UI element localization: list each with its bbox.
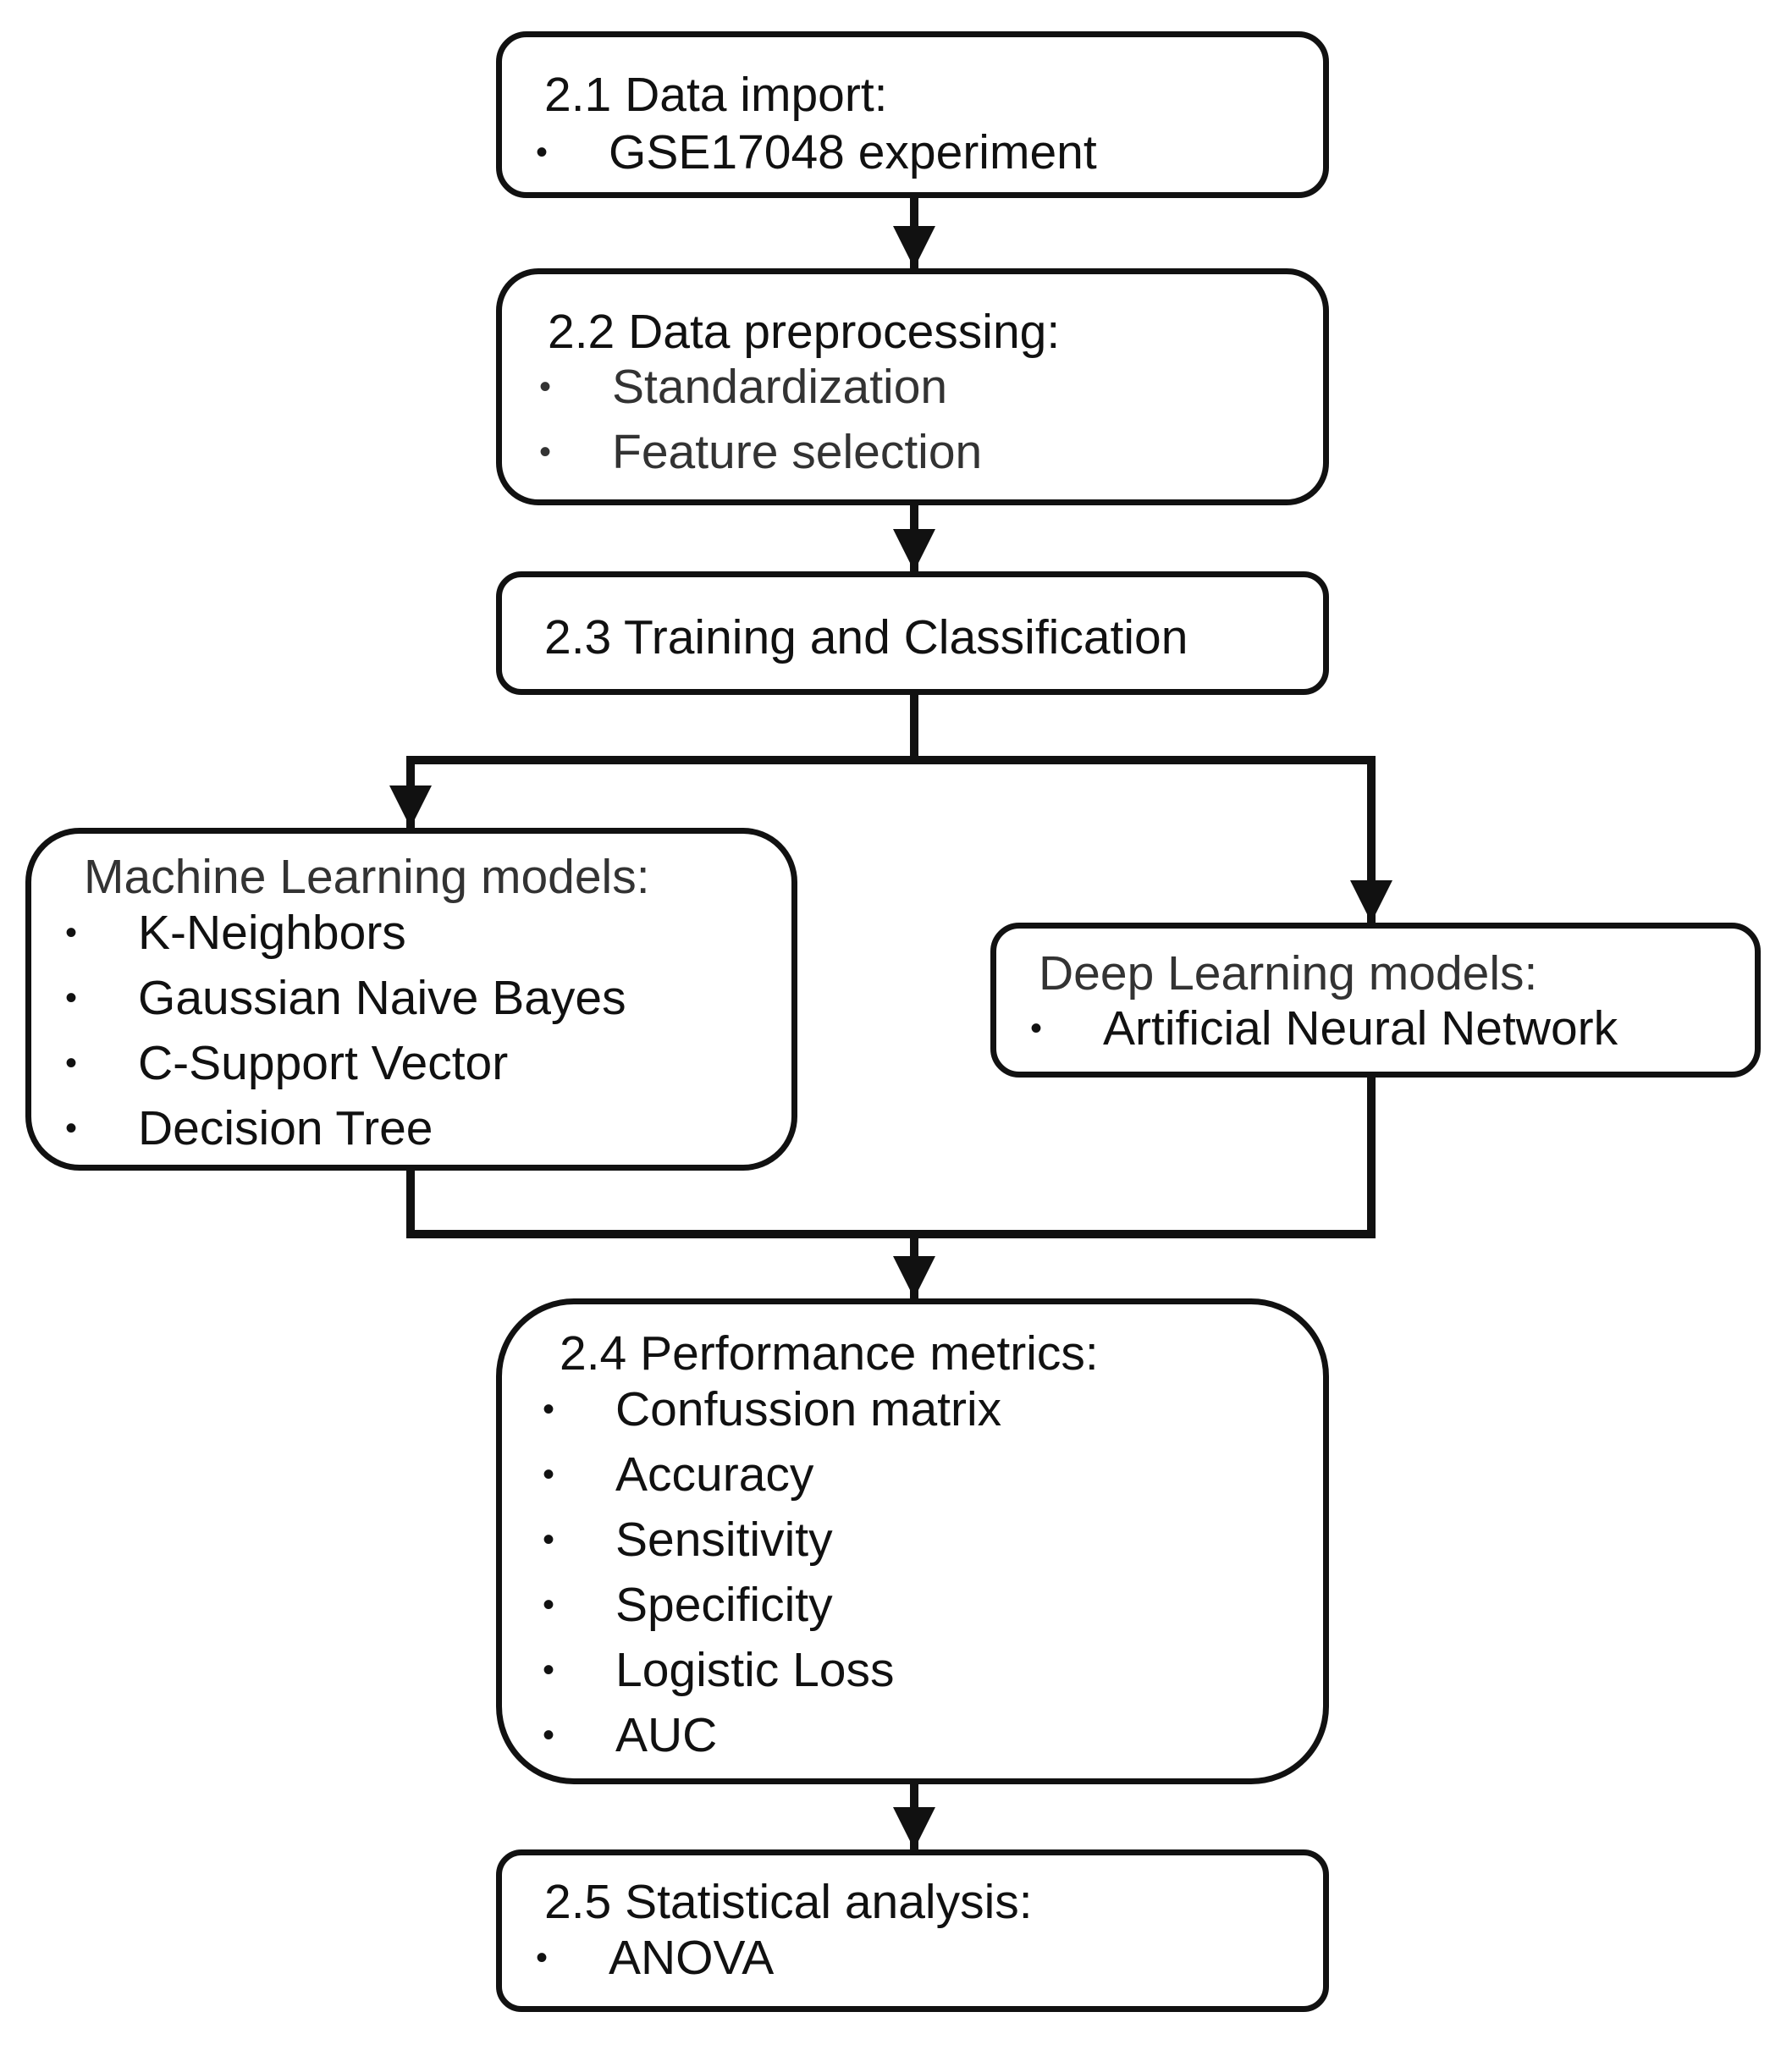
dl-models-box: Deep Learning models: •Artificial Neural…	[990, 923, 1761, 1078]
arrow-training-to-ml	[389, 756, 914, 828]
bullet-icon: •	[65, 979, 78, 1017]
performance-list: •Confussion matrix •Accuracy •Sensitivit…	[509, 1377, 1001, 1768]
bullet-icon: •	[536, 134, 549, 171]
training-box: 2.3 Training and Classification	[496, 571, 1329, 695]
ml-models-title: Machine Learning models:	[84, 850, 650, 904]
statistics-title: 2.5 Statistical analysis:	[544, 1875, 1033, 1929]
bullet-icon: •	[536, 1939, 549, 1976]
list-item: •Artificial Neural Network	[996, 996, 1618, 1061]
bullet-icon: •	[543, 1391, 555, 1428]
bullet-icon: •	[543, 1586, 555, 1623]
bullet-icon: •	[1030, 1010, 1043, 1047]
performance-title: 2.4 Performance metrics:	[560, 1326, 1099, 1381]
bullet-icon: •	[65, 1045, 78, 1082]
performance-box: 2.4 Performance metrics: •Confussion mat…	[496, 1298, 1329, 1784]
list-item: •Feature selection	[505, 420, 982, 485]
list-item: •C-Support Vector	[31, 1031, 626, 1096]
dl-models-list: •Artificial Neural Network	[996, 996, 1618, 1061]
data-preprocessing-title: 2.2 Data preprocessing:	[548, 305, 1061, 359]
list-item: •ANOVA	[502, 1926, 774, 1991]
connector-ml-merge	[406, 1077, 1376, 1238]
dl-models-title: Deep Learning models:	[1039, 946, 1538, 1000]
bullet-icon: •	[539, 433, 552, 471]
data-preprocessing-list: •Standardization •Feature selection	[505, 355, 982, 485]
bullet-icon: •	[543, 1717, 555, 1754]
bullet-icon: •	[539, 368, 552, 405]
list-item: •Gaussian Naive Bayes	[31, 966, 626, 1031]
list-item: •Standardization	[505, 355, 982, 420]
statistics-list: •ANOVA	[502, 1926, 774, 1991]
training-title: 2.3 Training and Classification	[544, 610, 1188, 664]
arrow-training-to-dl	[914, 756, 1392, 923]
bullet-icon: •	[543, 1521, 555, 1558]
list-item: •Confussion matrix	[509, 1377, 1001, 1442]
data-import-list: •GSE17048 experiment	[502, 120, 1097, 185]
list-item: •AUC	[509, 1703, 1001, 1768]
data-preprocessing-box: 2.2 Data preprocessing: •Standardization…	[496, 268, 1329, 505]
list-item: •Accuracy	[509, 1442, 1001, 1508]
list-item: •K-Neighbors	[31, 901, 626, 966]
list-item: •GSE17048 experiment	[502, 120, 1097, 185]
list-item: •Logistic Loss	[509, 1638, 1001, 1703]
statistics-box: 2.5 Statistical analysis: •ANOVA	[496, 1849, 1329, 2012]
list-item: •Decision Tree	[31, 1096, 626, 1161]
bullet-icon: •	[543, 1651, 555, 1689]
ml-models-box: Machine Learning models: •K-Neighbors •G…	[25, 828, 797, 1171]
bullet-icon: •	[65, 914, 78, 951]
bullet-icon: •	[65, 1110, 78, 1147]
data-import-box: 2.1 Data import: •GSE17048 experiment	[496, 31, 1329, 198]
list-item: •Sensitivity	[509, 1508, 1001, 1573]
ml-models-list: •K-Neighbors •Gaussian Naive Bayes •C-Su…	[31, 901, 626, 1161]
bullet-icon: •	[543, 1456, 555, 1493]
list-item: •Specificity	[509, 1573, 1001, 1638]
data-import-title: 2.1 Data import:	[544, 68, 888, 122]
